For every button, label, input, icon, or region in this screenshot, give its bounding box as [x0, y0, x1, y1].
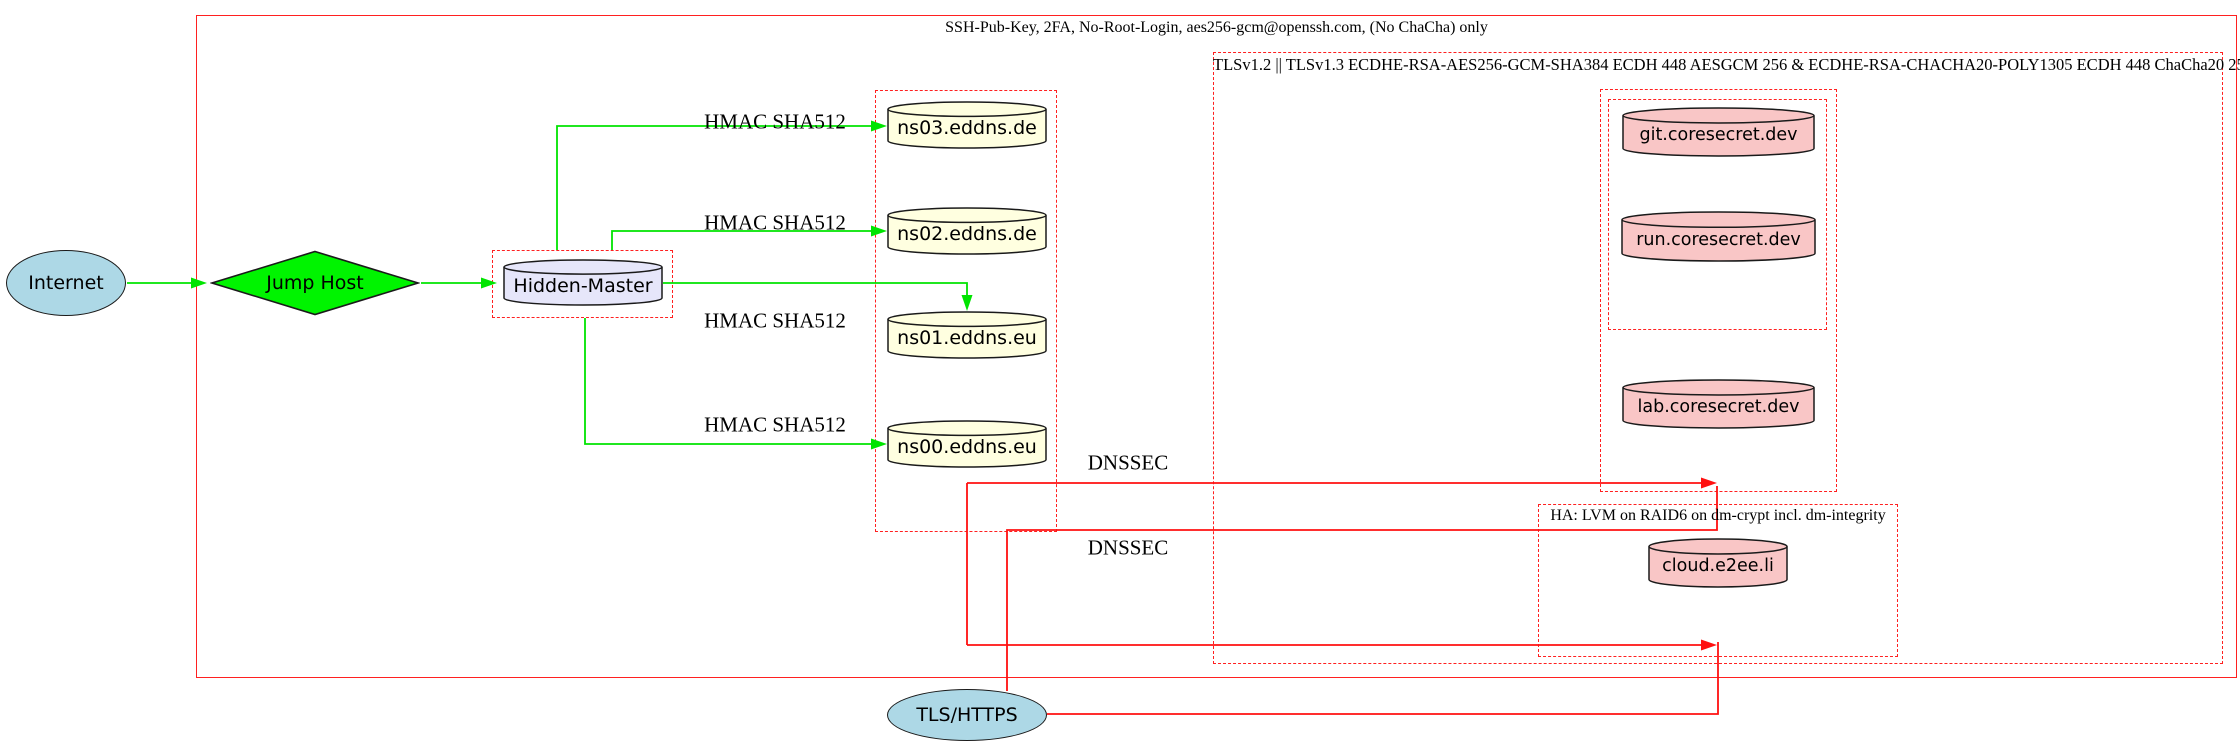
edge-tls-to-coresecret [1006, 486, 1718, 691]
node-ns00-label: ns00.eddns.eu [897, 436, 1037, 458]
edge-hmac-ns01 [663, 282, 968, 295]
arrowhead-ha [1701, 639, 1717, 651]
node-ns01-label: ns01.eddns.eu [897, 327, 1037, 349]
node-cloud-label: cloud.e2ee.li [1662, 556, 1774, 576]
arrowhead-coresecret [1701, 477, 1717, 489]
node-jump-host: Jump Host [209, 250, 421, 316]
edge-label-hmac-ns02: HMAC SHA512 [704, 210, 846, 235]
cluster-ssh-label: SSH-Pub-Key, 2FA, No-Root-Login, aes256-… [945, 19, 1488, 36]
arrowhead-jumphost [191, 277, 207, 289]
node-cloud-e2ee: cloud.e2ee.li [1648, 538, 1788, 588]
node-ns03-label: ns03.eddns.de [897, 117, 1037, 139]
cluster-coresecret-outer-box [1600, 89, 1837, 492]
edge-label-hmac-ns01: HMAC SHA512 [704, 308, 846, 333]
node-internet-label: Internet [28, 272, 104, 294]
arrowhead-ns01 [961, 295, 973, 311]
node-internet: Internet [6, 250, 126, 316]
node-ns03: ns03.eddns.de [887, 101, 1047, 149]
node-hidden-master-label: Hidden-Master [513, 274, 653, 297]
edge-label-hmac-ns03: HMAC SHA512 [704, 109, 846, 134]
node-ns02: ns02.eddns.de [887, 207, 1047, 255]
edge-label-hmac-ns00: HMAC SHA512 [704, 412, 846, 437]
node-ns02-label: ns02.eddns.de [897, 223, 1037, 245]
node-tls-https-label: TLS/HTTPS [916, 704, 1018, 726]
node-ns00: ns00.eddns.eu [887, 420, 1047, 468]
cluster-dns-servers-box [875, 90, 1057, 532]
edge-hmac-ns02 [611, 230, 871, 250]
node-jump-host-label: Jump Host [266, 272, 364, 294]
node-run-coresecret: run.coresecret.dev [1621, 211, 1816, 262]
arrowhead-ns02 [871, 225, 887, 237]
edge-tls-to-ha [1047, 642, 1719, 715]
node-run-label: run.coresecret.dev [1636, 229, 1801, 250]
arrowhead-ns03 [871, 120, 887, 132]
node-git-label: git.coresecret.dev [1639, 125, 1798, 145]
node-ns01: ns01.eddns.eu [887, 311, 1047, 359]
cluster-ha-label: HA: LVM on RAID6 on dm-crypt incl. dm-in… [1550, 507, 1886, 524]
cluster-tls-label: TLSv1.2 || TLSv1.3 ECDHE-RSA-AES256-GCM-… [1213, 55, 2240, 74]
node-lab-coresecret: lab.coresecret.dev [1622, 379, 1815, 429]
cluster-coresecret-inner-box [1608, 99, 1827, 330]
diamond-shape-icon [209, 250, 421, 316]
node-tls-https: TLS/HTTPS [887, 689, 1047, 741]
cluster-ssh-boundary-box [196, 15, 2237, 678]
node-hidden-master: Hidden-Master [503, 259, 663, 306]
arrowhead-hiddenmaster [481, 277, 497, 289]
edge-label-dnssec-1: DNSSEC [1087, 450, 1169, 475]
edge-hmac-ns00 [584, 318, 871, 445]
edge-label-dnssec-2: DNSSEC [1087, 535, 1169, 560]
arrowhead-ns00 [871, 438, 887, 450]
node-lab-label: lab.coresecret.dev [1637, 397, 1800, 417]
node-git-coresecret: git.coresecret.dev [1622, 107, 1815, 157]
edge-hmac-ns03 [556, 125, 871, 250]
